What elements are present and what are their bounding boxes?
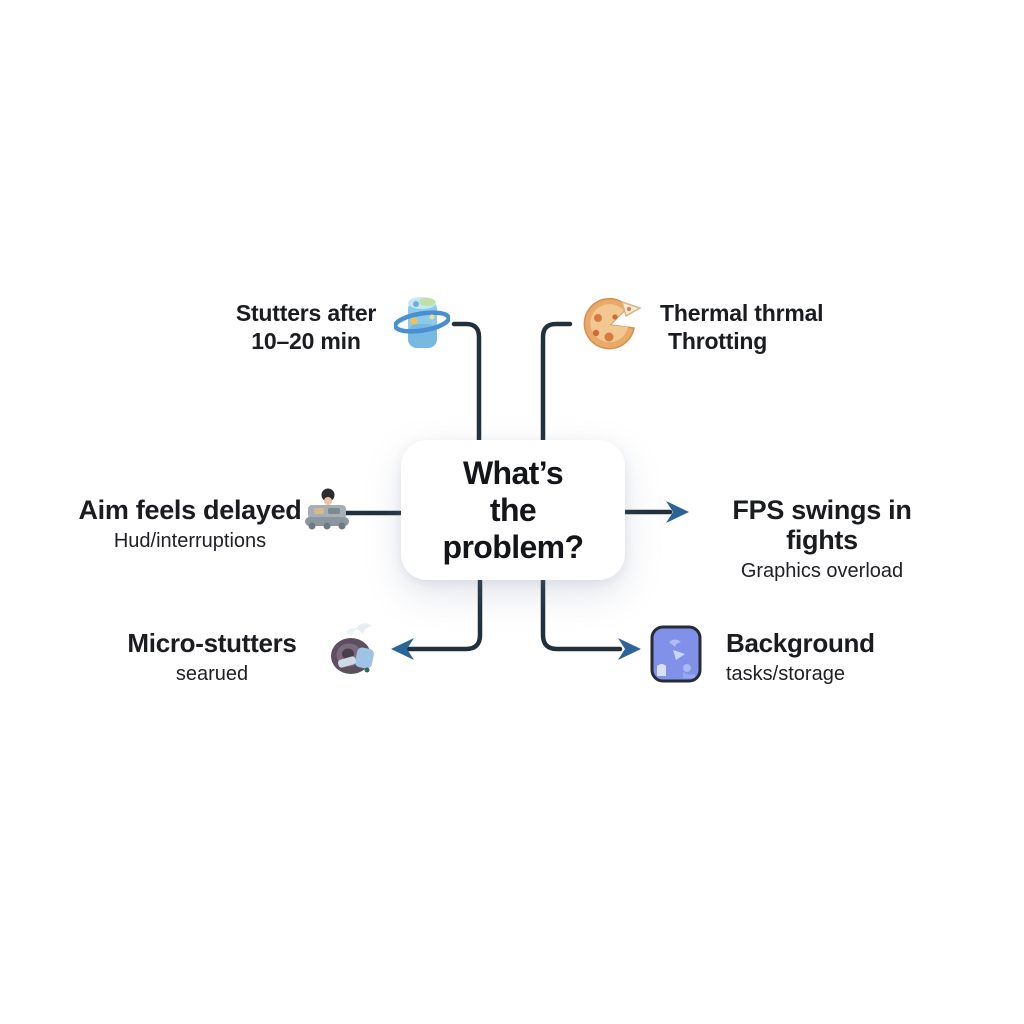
central-node-line2: the (489, 491, 537, 528)
central-node-line1: What’s (462, 454, 564, 491)
node-stutters-line1: Stutters after (235, 300, 377, 326)
headset-icon (331, 623, 374, 674)
connector-top-right (540, 321, 573, 444)
arrowhead-bottom-right-icon (618, 638, 641, 660)
node-background-title: Background (726, 628, 875, 658)
app-tile-icon (650, 625, 702, 683)
node-microstutters-subtitle: searued (175, 663, 249, 685)
node-stutters-label: Stutters after 10–20 min (188, 299, 424, 355)
node-thermal-label: Thermal thrmal Throtting (660, 299, 870, 355)
node-fps-subtitle: Graphics overload (740, 560, 904, 582)
node-background-label: Background tasks/storage (726, 628, 946, 687)
node-thermal-line1: Thermal thrmal (660, 300, 824, 326)
node-thermal-line2: Throtting (668, 328, 768, 354)
central-node: What’s the problem? (401, 440, 625, 580)
gamer-desk-icon (305, 488, 349, 530)
timer-orbit-icon (394, 297, 450, 348)
node-stutters-line2: 10–20 min (251, 328, 361, 354)
arrowhead-left-icon (391, 638, 414, 660)
node-background-subtitle: tasks/storage (726, 663, 845, 685)
node-microstutters-label: Micro-stutters searued (84, 628, 340, 687)
central-node-line3: problem? (442, 528, 585, 565)
pizza-pie-icon (583, 297, 642, 350)
node-aim-title: Aim feels delayed (78, 495, 302, 525)
node-aim-label: Aim feels delayed Hud/interruptions (62, 495, 318, 554)
node-fps-title: FPS swings in fights (732, 495, 912, 555)
connector-bottom-right (540, 578, 623, 652)
node-fps-label: FPS swings in fights Graphics overload (694, 495, 950, 584)
connector-top-left (451, 321, 482, 444)
connector-bottom-left (403, 578, 483, 652)
node-microstutters-title: Micro-stutters (127, 628, 297, 658)
arrowhead-right-icon (666, 501, 689, 523)
node-aim-subtitle: Hud/interruptions (113, 530, 267, 552)
